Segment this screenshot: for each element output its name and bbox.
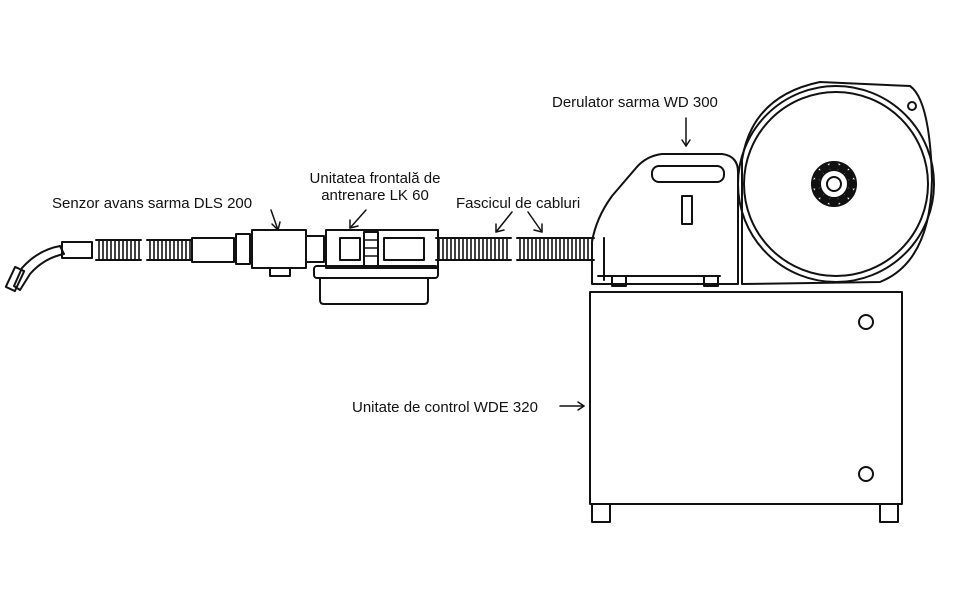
control-unit-wde320 — [589, 291, 903, 523]
arrow-front-drive — [349, 209, 367, 229]
spool-hub-tooth — [847, 179, 857, 189]
torch-neck — [4, 241, 93, 293]
spool-hub-tooth — [838, 163, 848, 174]
corrugated-hose-right — [435, 237, 595, 261]
front-drive-lk60 — [313, 229, 439, 305]
label-control-unit: Unitate de control WDE 320 — [352, 399, 538, 416]
label-front-drive-line1: Unitatea frontală de — [309, 170, 441, 187]
spool-hub-tooth — [829, 161, 839, 171]
wire-feeder-wd300 — [591, 81, 935, 287]
label-sensor: Senzor avans sarma DLS 200 — [52, 195, 253, 212]
spool-hub-tooth — [844, 188, 855, 198]
spool-hub-tooth — [813, 188, 824, 198]
corrugated-hose-left — [95, 239, 193, 261]
spool-hub-tooth — [811, 179, 821, 189]
spool-hub-tooth — [838, 194, 848, 205]
spool-hub-tooth — [844, 170, 855, 180]
arrow-sensor — [270, 209, 279, 231]
sensor-dls200 — [191, 229, 325, 277]
label-front-drive-line2: antrenare LK 60 — [321, 187, 429, 204]
annotation-arrows — [270, 117, 691, 411]
spool-hub-tooth — [820, 163, 830, 174]
label-wire-feeder: Derulator sarma WD 300 — [552, 94, 718, 111]
control-unit-knob-top — [858, 314, 874, 330]
arrow-cable-bundle-left — [495, 211, 513, 233]
spool-hub-tooth — [820, 194, 830, 205]
label-front-drive: Unitatea frontală de antrenare LK 60 — [300, 170, 450, 204]
label-cable-bundle: Fascicul de cabluri — [456, 195, 581, 212]
spool-hub-tooth — [829, 197, 839, 207]
control-unit-knob-bottom — [858, 466, 874, 482]
arrow-cable-bundle-right — [527, 211, 543, 233]
spool-hub-tooth — [813, 170, 824, 180]
